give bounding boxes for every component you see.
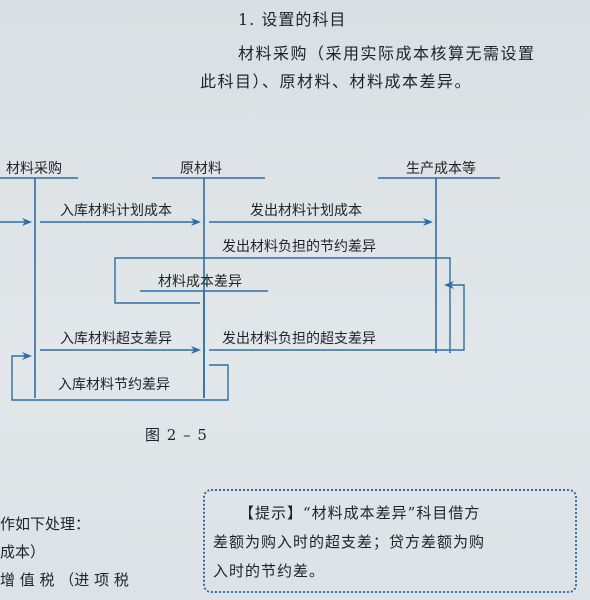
tip-line2: 差额为购入时的超支差；贷方差额为购 [213,533,486,551]
left-text-line1: 作如下处理： [0,515,91,533]
tip-line3: 入时的节约差。 [213,562,326,580]
label-account-purchase: 材料采购 [6,161,62,177]
label-account-variance: 材料成本差异 [158,274,242,290]
tip-line1: 【提示】“材料成本差异”科目借方 [239,504,481,522]
label-saving-out: 发出材料负担的节约差异 [222,239,376,255]
label-saving-in: 入库材料节约差异 [58,377,170,393]
flow-saving-out [114,257,451,353]
label-account-production: 生产成本等 [406,161,476,177]
t-account-cost-variance [140,290,268,398]
section-heading: 1. 设置的科目 [238,10,347,29]
t-account-purchase [0,177,78,398]
label-plan-cost-in: 入库材料计划成本 [60,203,172,219]
left-text-line3: 增 值 税 （进 项 税 [0,571,129,589]
label-account-raw: 原材料 [180,161,222,177]
left-text-line2: 成本） [0,543,46,561]
intro-text-line2: 此科目）、原材料、材料成本差异。 [200,72,473,91]
flow-excess-out [209,281,465,351]
tip-box: 【提示】“材料成本差异”科目借方 差额为购入时的超支差；贷方差额为购 入时的节约… [203,489,577,593]
intro-text-line1: 材料采购（采用实际成本核算无需设置 [238,44,536,63]
t-account-production-cost [378,177,500,353]
label-plan-cost-out: 发出材料计划成本 [250,203,362,219]
label-excess-in: 入库材料超支差异 [60,331,172,347]
label-excess-out: 发出材料负担的超支差异 [222,331,376,347]
flow-saving-in [11,352,229,401]
figure-caption: 图 2 – 5 [145,426,208,444]
